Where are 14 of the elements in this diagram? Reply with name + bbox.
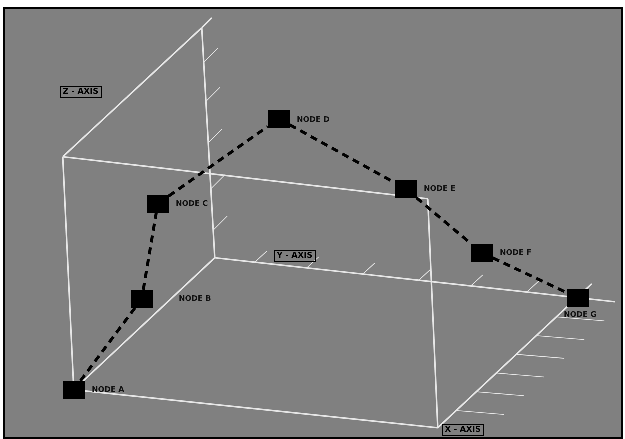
node-square xyxy=(63,381,85,399)
node-square xyxy=(147,195,169,213)
axis-label: Z - AXIS xyxy=(60,86,102,98)
dashed-connector xyxy=(168,126,269,198)
dashed-connector xyxy=(142,212,158,290)
node-square xyxy=(268,110,290,128)
axis-label: X - AXIS xyxy=(442,424,484,436)
node-square xyxy=(471,244,493,262)
node-square xyxy=(395,180,417,198)
dashed-connector xyxy=(80,307,136,382)
node-square xyxy=(567,289,589,307)
dashed-connector xyxy=(492,256,568,294)
node-square xyxy=(131,290,153,308)
axis-label: Y - AXIS xyxy=(274,250,316,262)
